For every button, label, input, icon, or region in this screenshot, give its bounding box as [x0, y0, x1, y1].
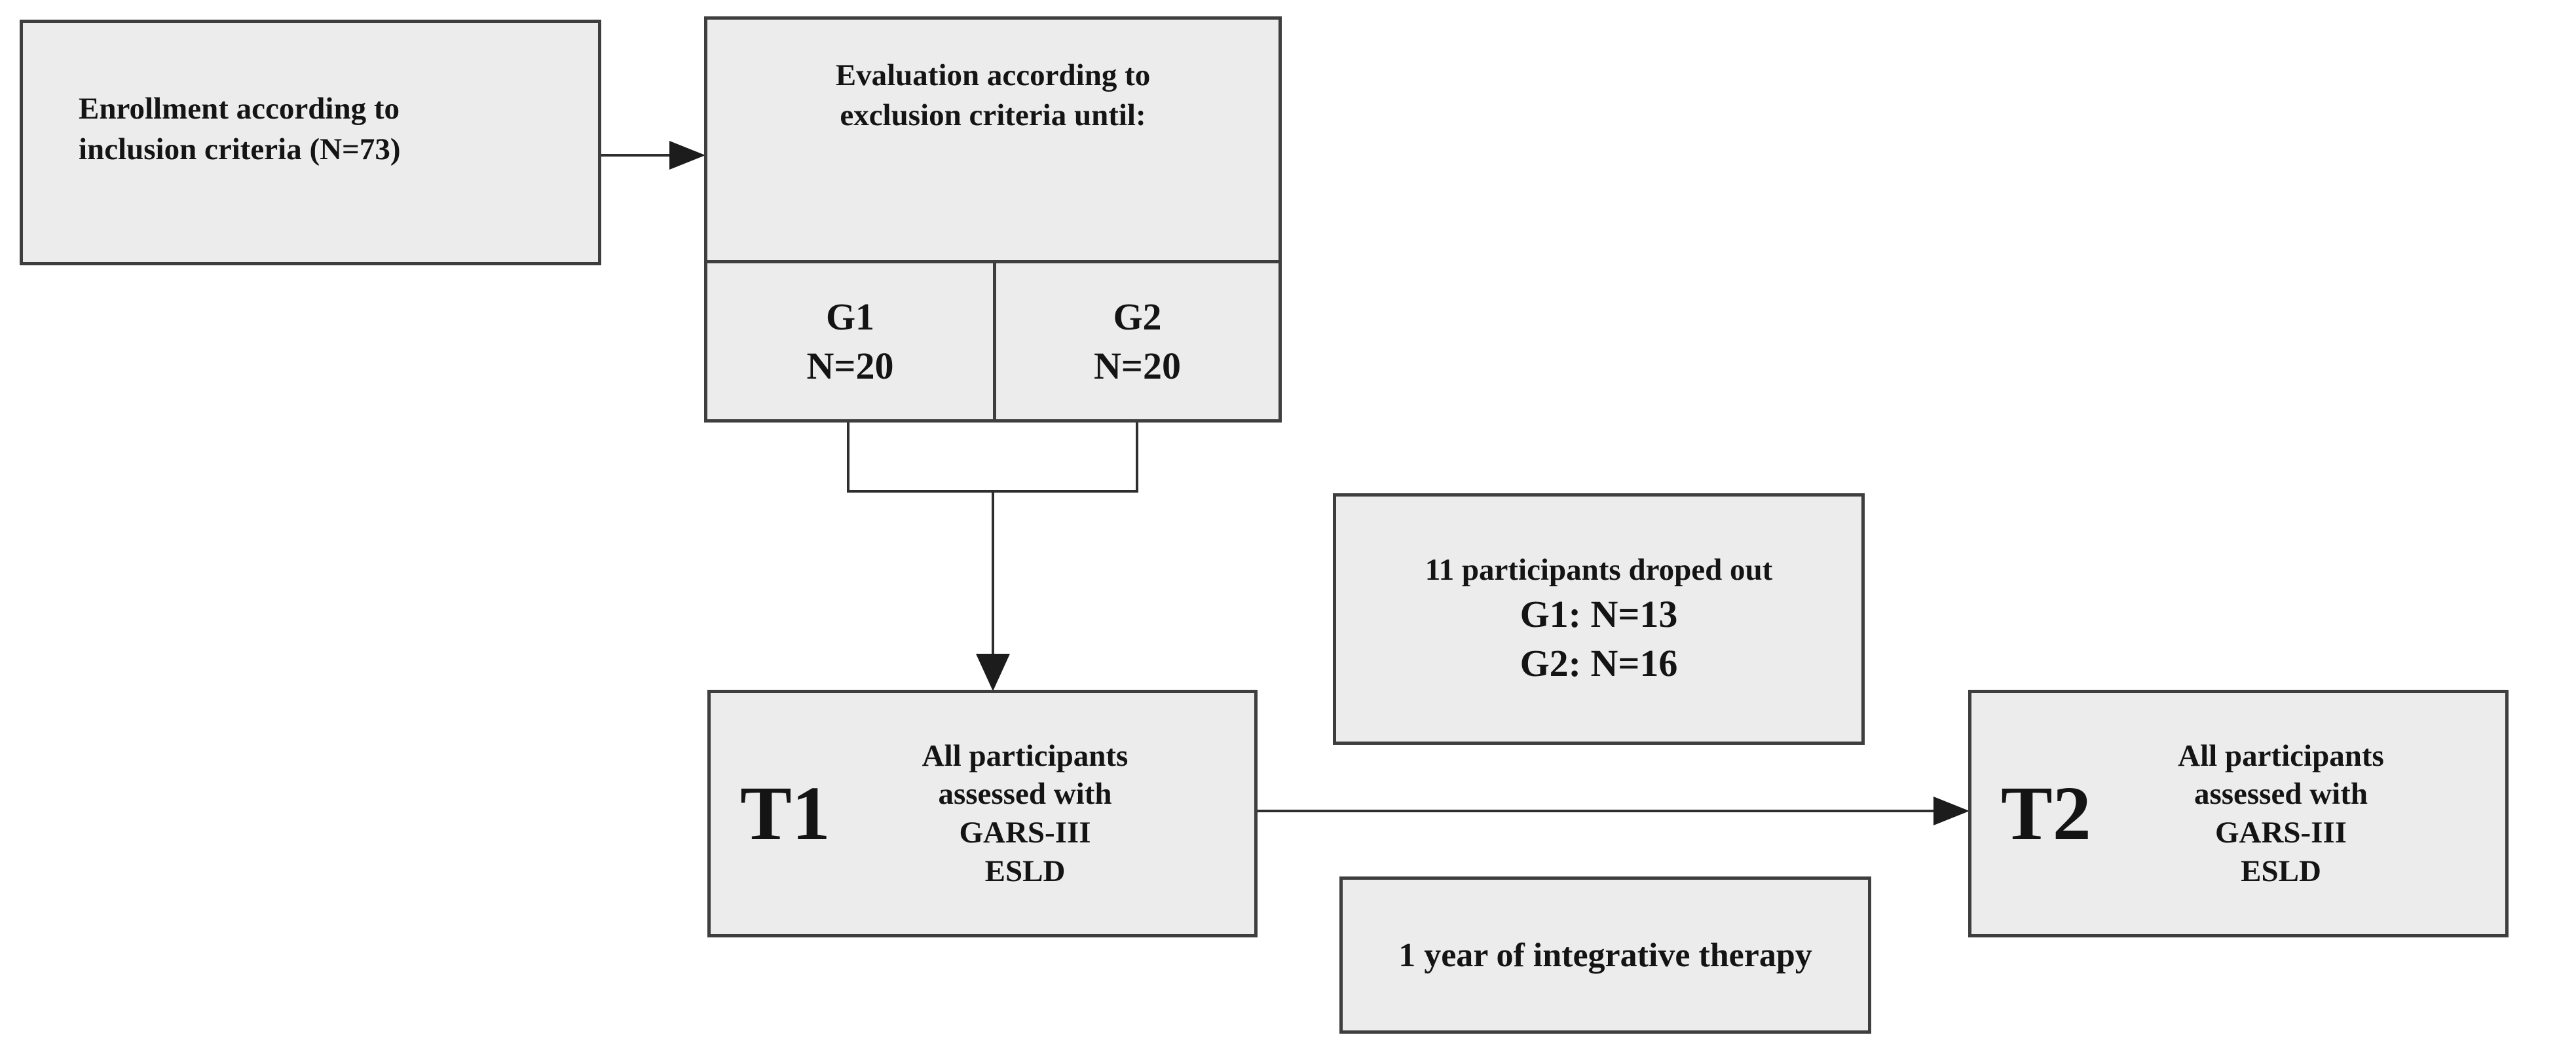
- connector-enrollment-to-evaluation: [601, 154, 671, 157]
- enrollment-box: Enrollment according to inclusion criter…: [20, 20, 601, 265]
- evaluation-line-1: Evaluation according to: [835, 58, 1151, 92]
- dropout-g2-count: G2: N=16: [1520, 641, 1678, 685]
- connector-g1-drop: [847, 423, 849, 491]
- arrowhead-down-icon: [976, 654, 1010, 691]
- t1-box: T1 All participants assessed with GARS-I…: [707, 690, 1258, 937]
- evaluation-header: Evaluation according to exclusion criter…: [707, 20, 1279, 263]
- arrowhead-right-icon: [1933, 797, 1969, 825]
- evaluation-box: Evaluation according to exclusion criter…: [704, 16, 1282, 423]
- g2-count: N=20: [1094, 345, 1181, 387]
- t1-line-1: All participants: [922, 738, 1129, 773]
- therapy-box: 1 year of integrative therapy: [1339, 876, 1871, 1034]
- dropout-g1-count: G1: N=13: [1520, 593, 1678, 636]
- connector-g2-drop: [1136, 423, 1138, 491]
- therapy-text: 1 year of integrative therapy: [1398, 936, 1812, 974]
- t1-description: All participants assessed with GARS-III …: [711, 693, 1254, 934]
- connector-merge-to-t1: [992, 491, 994, 655]
- dropout-summary: 11 participants droped out: [1425, 553, 1773, 588]
- enrollment-line-1: Enrollment according to: [79, 92, 400, 126]
- arrowhead-right-icon: [669, 141, 705, 170]
- group-g1-cell: G1 N=20: [707, 263, 993, 419]
- t2-label: T2: [2001, 770, 2091, 856]
- g1-label: G1: [825, 295, 875, 338]
- t2-line-1: All participants: [2178, 738, 2384, 773]
- evaluation-line-2: exclusion criteria until:: [840, 98, 1146, 133]
- connector-t1-to-t2: [1258, 810, 1933, 812]
- g1-count: N=20: [806, 345, 894, 387]
- dropout-box: 11 participants droped out G1: N=13 G2: …: [1333, 493, 1865, 745]
- t1-line-3: GARS-III: [959, 816, 1091, 850]
- t1-label: T1: [740, 770, 831, 856]
- t2-box: T2 All participants assessed with GARS-I…: [1968, 690, 2509, 937]
- t2-line-3: GARS-III: [2214, 816, 2347, 850]
- t2-line-4: ESLD: [2241, 854, 2321, 888]
- t2-line-2: assessed with: [2193, 777, 2368, 812]
- t2-description: All participants assessed with GARS-III …: [1971, 693, 2505, 934]
- group-g2-cell: G2 N=20: [993, 263, 1279, 419]
- enrollment-line-2: inclusion criteria (N=73): [79, 132, 401, 166]
- t1-line-4: ESLD: [984, 854, 1066, 888]
- g2-label: G2: [1113, 295, 1162, 338]
- t1-line-2: assessed with: [938, 777, 1112, 812]
